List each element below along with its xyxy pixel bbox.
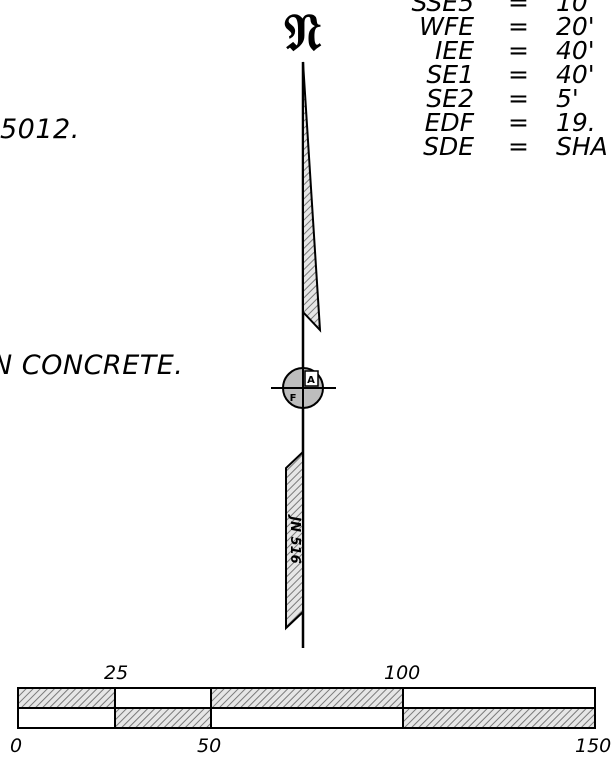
abbr-eq: = [508, 0, 529, 17]
north-arrow-lower-post [285, 449, 304, 631]
abbr-value: 40' [556, 60, 595, 89]
scale-bar [17, 687, 596, 729]
abbr-value: 19. [556, 108, 596, 137]
scale-label-25: 25 [104, 662, 129, 684]
abbr-row: EDF = 19. [0, 108, 613, 137]
note-ref-number: 5012. [0, 114, 80, 145]
scale-segment-shaded [19, 689, 115, 708]
abbr-row: SDE = SHA [0, 132, 613, 161]
scale-segment-shaded [115, 709, 211, 727]
abbr-key: SDE [423, 132, 474, 161]
abbr-value: 10' [556, 0, 595, 17]
scale-segment-shaded [403, 709, 594, 727]
abbr-value: SHA [556, 132, 608, 161]
abbr-eq: = [508, 60, 529, 89]
scale-label-150: 150 [575, 735, 612, 757]
post-label: JN 516 [287, 513, 302, 563]
abbr-key: SE1 [426, 60, 474, 89]
abbr-eq: = [508, 108, 529, 137]
scale-label-50: 50 [197, 735, 222, 757]
abbr-key: SSE5 [411, 0, 474, 17]
abbr-row: SE1 = 40' [0, 60, 613, 89]
abbr-key: SE2 [426, 84, 474, 113]
abbr-eq: = [508, 132, 529, 161]
scale-label-0: 0 [10, 735, 23, 757]
abbr-value: 5' [556, 84, 579, 113]
abbr-eq: = [508, 36, 529, 65]
abbr-key: WFE [419, 12, 474, 41]
abbr-row: SSE5 = 10' [0, 0, 613, 17]
abbr-eq: = [508, 12, 529, 41]
north-letter-icon: 𝔑 [285, 2, 322, 63]
abbr-value: 40' [556, 36, 595, 65]
scale-label-100: 100 [384, 662, 421, 684]
abbr-row: IEE = 40' [0, 36, 613, 65]
benchmark-symbol-icon: A F [271, 366, 336, 410]
abbr-key: IEE [435, 36, 474, 65]
abbr-key: EDF [424, 108, 474, 137]
svg-text:A: A [307, 375, 315, 386]
scale-segment-shaded [211, 689, 403, 708]
north-arrow-upper-wedge [302, 61, 322, 333]
note-concrete: N CONCRETE. [0, 350, 184, 381]
abbr-eq: = [508, 84, 529, 113]
abbr-row: SE2 = 5' [0, 84, 613, 113]
abbr-row: WFE = 20' [0, 12, 613, 41]
svg-text:F: F [290, 393, 297, 404]
abbr-value: 20' [556, 12, 595, 41]
